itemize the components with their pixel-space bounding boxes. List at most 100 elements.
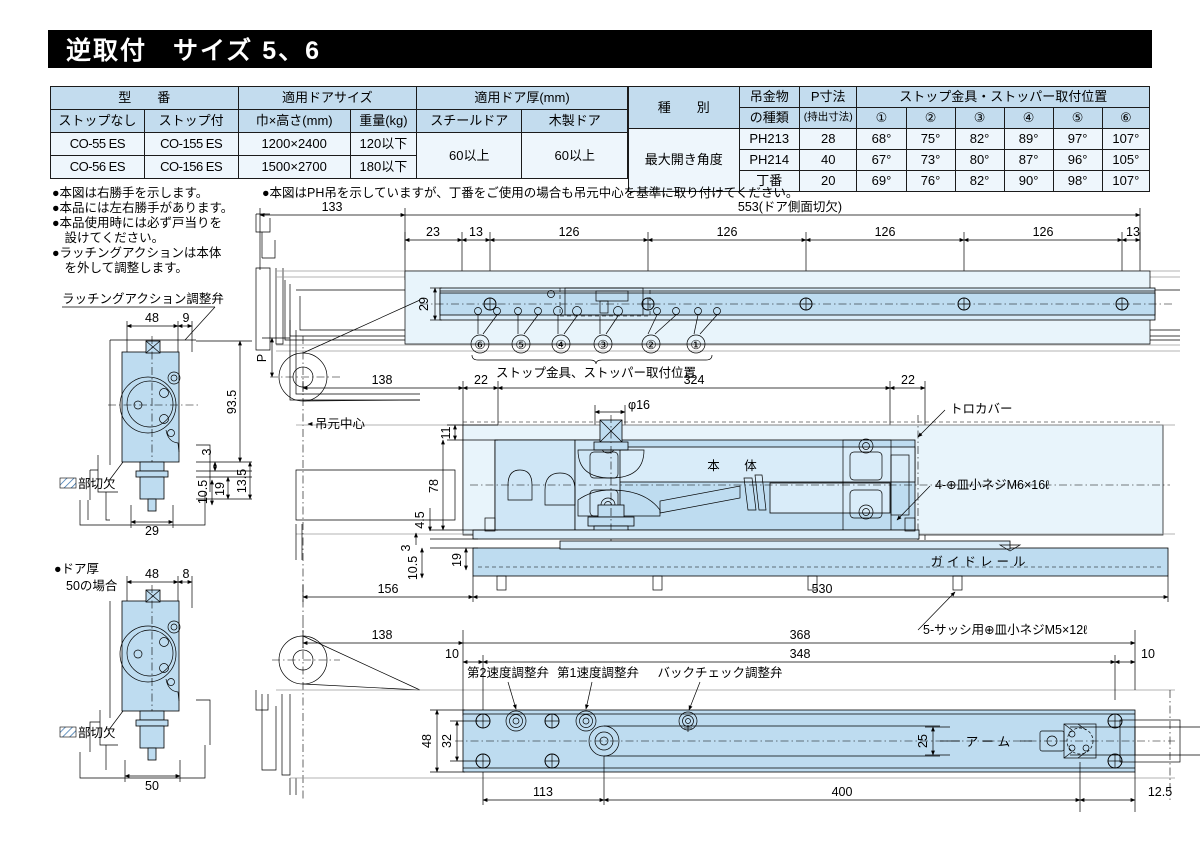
dim-19-top: 19 [213,482,227,496]
dim-32-plan: 32 [440,734,454,748]
dim-126-1: 126 [559,225,580,239]
cell-angle-2-3: 80° [954,149,1005,171]
marker-5: ⑤ [515,338,526,352]
dim-126-4: 126 [1033,225,1054,239]
dim-29-top: 29 [417,297,431,311]
th-wood-door: 木製ドア [521,109,628,133]
th-no-stop: ストップなし [50,109,145,133]
th-model-number: 型 番 [50,86,239,110]
view-bottom-plan: 138 368 348 10 10 アーム [255,620,1200,812]
cell-angle-3-1: 69° [856,170,907,192]
spec-table-angles: 種 別 吊金物 P寸法 ストップ金具・ストッパー取付位置 の種類 (持出寸法) … [628,86,1151,192]
th-p-line1: P寸法 [798,86,858,108]
dim-133: 133 [322,200,343,214]
spec-table-models: 型 番 適用ドアサイズ 適用ドア厚(mm) ストップなし ストップ付 巾×高さ(… [50,86,628,179]
dim-368: 368 [790,628,811,642]
table-row: PH214 40 67° 73° 80° 87° 96° 105° [629,149,1151,171]
th-with-stop: ストップ付 [143,109,239,133]
cell-angle-2-4: 87° [1003,149,1054,171]
th-pos-6: ⑥ [1101,107,1151,129]
dim-22-left: 22 [474,373,488,387]
label-valve-2nd-speed: 第2速度調整弁 [467,665,549,680]
marker-4: ④ [555,338,566,352]
label-cut-top: 部切欠 [78,476,116,491]
table-row: 型 番 適用ドアサイズ 適用ドア厚(mm) [50,86,628,110]
th-pos-2: ② [905,107,956,129]
th-p-line2: (持出寸法) [798,107,858,129]
th-pos-4: ④ [1003,107,1054,129]
dim-3-top: 3 [200,448,214,455]
page-title-secondary: サイズ 5、6 [173,37,322,65]
label-arm: アーム [966,735,1014,749]
label-stop-position-caption: ストップ金具、ストッパー取付位置 [496,365,696,380]
dim-138-mid: 138 [372,373,393,387]
dim-9-top: 9 [183,311,190,325]
cell-angle-2-5: 96° [1052,149,1103,171]
table-row: 最大開き角度 PH213 28 68° 75° 82° 89° 97° 107° [628,128,1151,192]
cell-p-2: 40 [798,149,858,171]
dim-13-5: 13.5 [235,469,249,493]
dim-348: 348 [790,647,811,661]
detail-view-latching: ラッチングアクション調整弁 48 9 [59,291,252,538]
label-backcheck-valve: バックチェック調整弁 [657,665,782,680]
label-valve-1st-speed: 第1速度調整弁 [557,665,639,680]
cell-angle-1-1: 68° [856,128,907,150]
dim-126-3: 126 [875,225,896,239]
label-screw-m6: 4-⊕皿小ネジM6×16ℓ [935,478,1049,492]
cell-angle-1-4: 89° [1003,128,1054,150]
cell-angle-3-5: 98° [1052,170,1103,192]
view-middle-body: 138 22 324 22 φ16 [295,373,1175,637]
cell-wood-door: 60以上 [521,132,628,179]
th-width-height: 巾×高さ(mm) [237,109,351,133]
label-cut-bottom: 部切欠 [78,725,116,740]
cell-angle-3-2: 76° [905,170,956,192]
label-screw-m5: 5-サッシ用⊕皿小ネジM5×12ℓ [923,623,1087,637]
label-door-thickness-2: 50の場合 [66,578,118,593]
note-line-2: ●本品には左右勝手があります。 [52,201,234,215]
cell-angle-3-6: 107° [1101,170,1151,192]
dim-10-5-top: 10.5 [196,480,210,504]
cell-steel-door: 60以上 [416,132,523,179]
dim-8-bottom: 8 [183,567,190,581]
cell-model-no-stop-2: CO-56 ES [50,155,145,179]
page-title-bar: 逆取付 サイズ 5、6 [48,30,1152,68]
cell-hardware-2: PH214 [738,149,800,171]
th-category: 種 別 [628,86,740,129]
th-hardware-line1: 吊金物 [738,86,800,108]
label-main-body: 本 体 [707,459,763,473]
dim-48-top: 48 [145,311,159,325]
dim-48-plan: 48 [420,734,434,748]
cell-angle-1-2: 75° [905,128,956,150]
dim-12-5: 12.5 [1148,785,1172,799]
table-row: 丁番 20 69° 76° 82° 90° 98° 107° [629,170,1151,192]
cell-size-1: 1200×2400 [237,132,351,156]
dim-48-bottom: 48 [145,567,159,581]
note-top: ●本図はPH吊を示していますが、丁番をご使用の場合も吊元中心を基準に取り付けてく… [262,186,799,200]
dim-25: 25 [916,734,930,748]
dim-4-5: 4.5 [413,511,427,528]
cell-model-with-stop-1: CO-155 ES [143,132,239,156]
view-top-door-section: 133 553(ドア側面切欠) 23 13 126 126 126 [255,199,1180,620]
label-hinge-center: 吊元中心 [315,416,366,431]
cell-p-3: 20 [798,170,858,192]
cell-angle-3-4: 90° [1003,170,1054,192]
marker-2: ② [645,338,656,352]
label-guide-rail: ガイドレール [930,555,1029,569]
table-row: の種類 (持出寸法) ① ② ③ ④ ⑤ ⑥ [629,107,1151,129]
dim-400: 400 [832,785,853,799]
dim-138-bottom: 138 [372,628,393,642]
cell-max-open-angle-label: 最大開き角度 [628,128,740,192]
table-row: CO-56 ES CO-156 ES 1500×2700 180以下 [50,155,628,179]
dim-13b: 13 [1126,225,1140,239]
dim-50-bottom: 50 [145,779,159,793]
note-line-5: ●ラッチングアクションは本体 [52,246,222,260]
cell-angle-1-5: 97° [1052,128,1103,150]
dim-10-5-mid: 10.5 [406,556,420,580]
dim-P: P [255,354,269,362]
cell-weight-2: 180以下 [349,155,418,179]
cell-angle-2-6: 105° [1101,149,1151,171]
th-door-size: 適用ドアサイズ [237,86,418,110]
dim-13a: 13 [469,225,483,239]
dim-126-2: 126 [717,225,738,239]
